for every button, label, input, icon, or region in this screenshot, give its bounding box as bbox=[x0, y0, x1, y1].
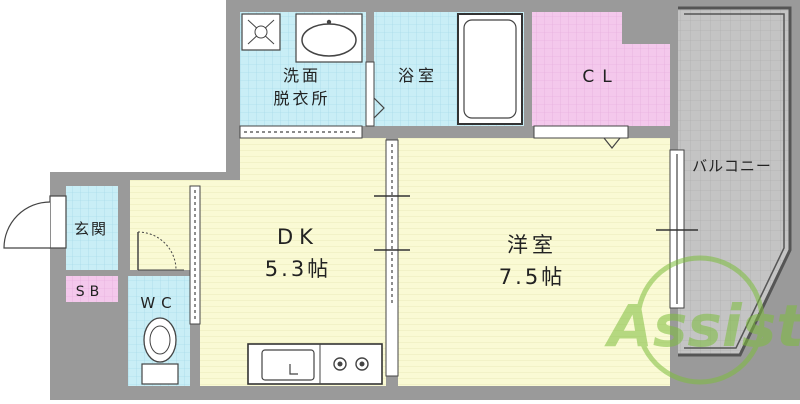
shoe-box-label: SB bbox=[76, 284, 105, 300]
western-room-name-label: 洋室 bbox=[507, 233, 557, 257]
western-room-size-label: 7.5帖 bbox=[499, 265, 565, 289]
shoe-box-area bbox=[66, 276, 118, 302]
closet-door bbox=[533, 125, 629, 139]
toilet-label: WC bbox=[140, 294, 177, 312]
washroom-label-line2: 脱衣所 bbox=[273, 89, 330, 108]
washing-machine-icon bbox=[241, 13, 281, 51]
toilet-icon bbox=[141, 317, 179, 385]
bathtub-icon bbox=[457, 13, 523, 125]
bath-label: 浴室 bbox=[398, 66, 438, 85]
watermark-text: Assist bbox=[604, 292, 800, 360]
closet-label: CL bbox=[582, 67, 619, 87]
assist-watermark-logo: Assist bbox=[604, 255, 800, 385]
entrance-area bbox=[66, 186, 118, 270]
balcony-label: バルコニー bbox=[692, 157, 772, 175]
dk-size-label: 5.3帖 bbox=[265, 257, 331, 281]
dk-name-label: DK bbox=[277, 225, 319, 249]
dk-sliding-door bbox=[189, 185, 201, 325]
balcony-area bbox=[678, 8, 790, 355]
entrance-door bbox=[3, 195, 67, 249]
dk-area bbox=[130, 138, 386, 386]
western-room-area bbox=[398, 138, 670, 386]
kitchen-counter-icon bbox=[247, 343, 383, 385]
washroom-label-line1: 洗面 bbox=[283, 66, 321, 85]
bath-door bbox=[365, 61, 375, 127]
entrance-label: 玄関 bbox=[74, 220, 108, 238]
washbasin-icon bbox=[295, 13, 363, 63]
toilet-door bbox=[137, 231, 184, 271]
